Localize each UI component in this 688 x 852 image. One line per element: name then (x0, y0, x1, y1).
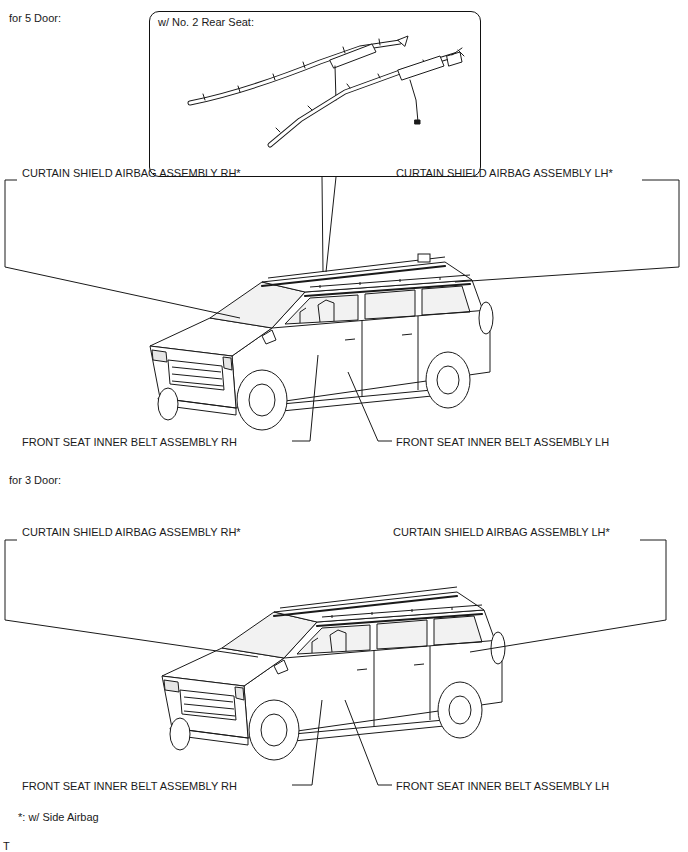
drawing-part (150, 257, 493, 430)
part-label: FRONT SEAT INNER BELT ASSEMBLY LH (396, 436, 609, 449)
variant-heading: for 3 Door: (9, 474, 61, 487)
part-label: FRONT SEAT INNER BELT ASSEMBLY LH (396, 780, 609, 793)
drawing-part (190, 42, 400, 103)
drawing-part (470, 540, 666, 652)
part-label: CURTAIN SHIELD AIRBAG ASSEMBLY LH* (396, 167, 613, 180)
footnote: *: w/ Side Airbag (18, 811, 99, 824)
drawing-part (398, 36, 408, 46)
drawing-part (5, 177, 679, 785)
drawing-part (348, 372, 392, 441)
inset-box: w/ No. 2 Rear Seat: (149, 11, 481, 177)
drawing-part (452, 48, 464, 56)
drawing-part (410, 80, 418, 122)
part-label: CURTAIN SHIELD AIRBAG ASSEMBLY RH* (22, 167, 241, 180)
part-label: CURTAIN SHIELD AIRBAG ASSEMBLY LH* (393, 526, 610, 539)
drawing-part (162, 587, 505, 760)
figure-code: T (3, 840, 10, 852)
drawing-part (418, 254, 430, 262)
drawing-part (415, 120, 420, 124)
drawing-part (262, 266, 470, 296)
drawing-part (398, 56, 444, 80)
drawing-part (270, 55, 455, 145)
drawing-part (447, 52, 462, 66)
drawing-part (162, 587, 505, 760)
drawing-part (190, 42, 400, 103)
part-label: FRONT SEAT INNER BELT ASSEMBLY RH (22, 436, 237, 449)
drawing-part (330, 44, 376, 68)
drawing-part (190, 36, 464, 145)
drawing-part (455, 180, 679, 282)
drawing-part (274, 596, 482, 626)
part-label: CURTAIN SHIELD AIRBAG ASSEMBLY RH* (22, 526, 241, 539)
part-label: FRONT SEAT INNER BELT ASSEMBLY RH (22, 780, 237, 793)
drawing-part (292, 700, 322, 785)
drawing-part (292, 355, 318, 441)
inset-heading: w/ No. 2 Rear Seat: (158, 16, 254, 29)
variant-heading: for 5 Door: (9, 12, 61, 25)
drawing-part (5, 540, 258, 657)
drawing-part (345, 700, 392, 785)
drawing-part (322, 177, 336, 272)
drawing-part (270, 55, 455, 145)
drawing-part (5, 180, 240, 318)
